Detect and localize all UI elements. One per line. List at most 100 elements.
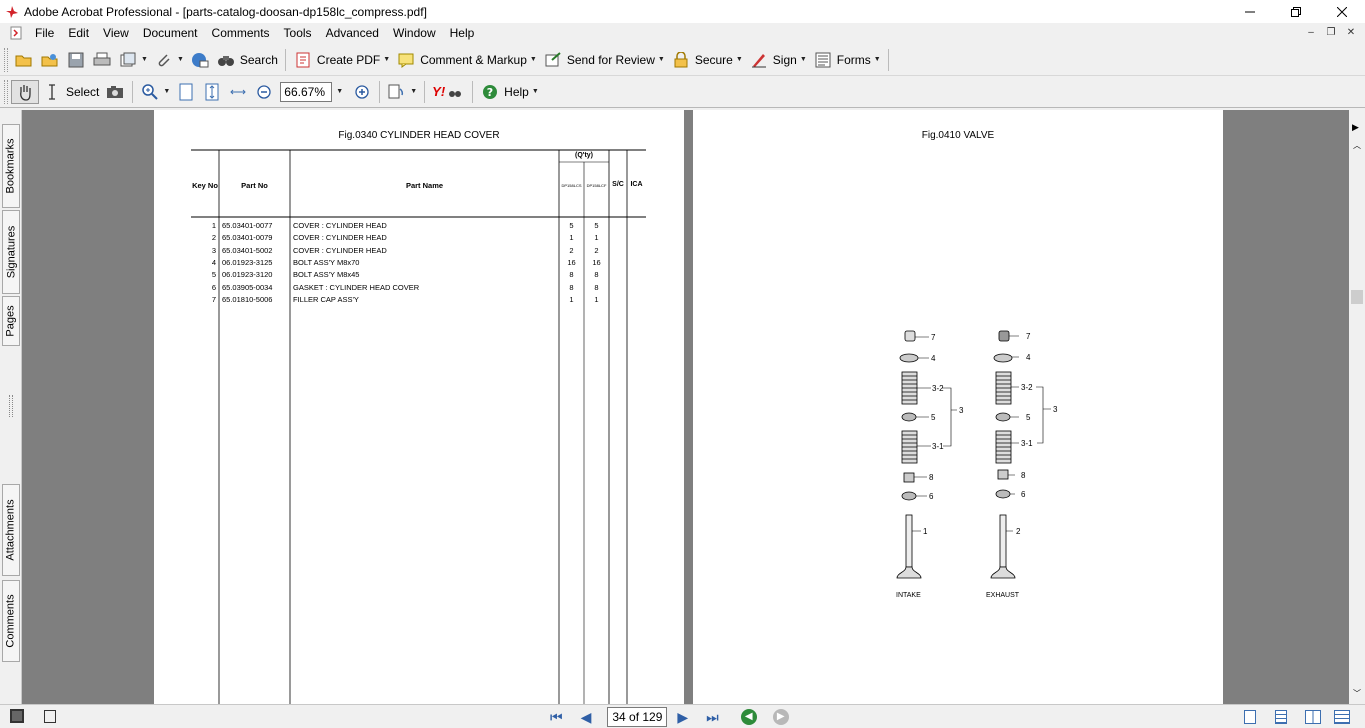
toolbar-grip[interactable] xyxy=(4,79,8,104)
callout-3-2: 3-2 xyxy=(1021,383,1033,392)
menu-file[interactable]: File xyxy=(35,26,55,40)
send-for-review-button[interactable]: Send for Review▼ xyxy=(540,48,668,72)
page-navigation: ⏮ ◀ 34 of 129 ▶ ⏭ ◀ ▶ xyxy=(550,707,789,727)
facing-layout-icon[interactable] xyxy=(1305,710,1321,724)
open-button[interactable] xyxy=(11,48,37,72)
zoom-dropdown-chevron-icon[interactable]: ▼ xyxy=(336,88,344,95)
header-sc: S/C xyxy=(612,181,624,188)
search-button[interactable]: Search xyxy=(213,48,281,72)
create-pdf-button[interactable]: Create PDF▼ xyxy=(290,48,393,72)
last-page-icon[interactable]: ⏭ xyxy=(706,708,719,725)
save-button[interactable] xyxy=(63,48,89,72)
window-title: Adobe Acrobat Professional - [parts-cata… xyxy=(24,4,427,19)
continuous-layout-icon[interactable] xyxy=(1275,710,1287,724)
toolbar-separator xyxy=(472,80,474,103)
chevron-down-icon: ▼ xyxy=(799,56,807,63)
row-qty-2: 8 xyxy=(594,270,599,280)
secure-button[interactable]: Secure▼ xyxy=(668,48,746,72)
menu-edit[interactable]: Edit xyxy=(68,26,90,40)
first-page-icon[interactable]: ⏮ xyxy=(550,708,563,725)
zoom-level-input[interactable]: 66.67% xyxy=(280,81,333,102)
chevron-down-icon: ▼ xyxy=(873,56,881,63)
print-button[interactable] xyxy=(89,48,115,72)
signatures-tab-label: Signatures xyxy=(5,225,17,279)
restore-button[interactable] xyxy=(1273,0,1319,23)
single-page-layout-icon[interactable] xyxy=(1244,710,1256,724)
callout-5: 5 xyxy=(931,413,936,422)
organize-pages-button[interactable]: ▼ xyxy=(115,48,151,72)
vertical-scrollbar[interactable]: ▶ ︿ ﹀ xyxy=(1349,110,1365,704)
menu-window[interactable]: Window xyxy=(392,26,436,40)
close-button[interactable] xyxy=(1319,0,1365,23)
yahoo-toolbar-button[interactable]: Y! xyxy=(429,80,468,104)
intake-callouts: 7 4 3-2 3 5 3-1 8 6 1 INTAKE xyxy=(896,333,964,599)
tab-signatures[interactable]: Signatures xyxy=(2,210,20,294)
sign-button[interactable]: Sign▼ xyxy=(746,48,810,72)
doc-restore-button[interactable]: ❐ xyxy=(1326,26,1336,38)
sign-label: Sign xyxy=(772,52,797,67)
callout-8: 8 xyxy=(929,473,934,482)
row-part-no: 65.03401-5002 xyxy=(222,245,273,255)
document-viewport[interactable]: Fig.0340 CYLINDER HEAD COVER Key No Part… xyxy=(22,110,1349,704)
hand-tool-button[interactable] xyxy=(11,79,39,104)
menu-tools[interactable]: Tools xyxy=(283,26,312,40)
row-part-no: 06.01923-3125 xyxy=(222,257,273,267)
tab-bookmarks[interactable]: Bookmarks xyxy=(2,124,20,208)
previous-view-icon[interactable]: ◀ xyxy=(740,709,757,725)
acrobat-app-icon[interactable] xyxy=(4,4,20,20)
tab-comments[interactable]: Comments xyxy=(2,580,20,662)
toolbar-grip[interactable] xyxy=(4,47,8,72)
document-menu-icon[interactable] xyxy=(8,25,24,41)
exhaust-callouts: 7 4 3-2 3 5 3-1 8 6 2 EXHAUST xyxy=(986,332,1058,599)
tab-pages[interactable]: Pages xyxy=(2,296,20,346)
zoom-out-button[interactable] xyxy=(251,80,277,104)
doc-close-button[interactable]: ✕ xyxy=(1346,26,1356,38)
menu-advanced[interactable]: Advanced xyxy=(325,26,379,40)
navigation-pane-toggle-icon[interactable] xyxy=(10,709,24,723)
help-circle-icon: ? xyxy=(480,82,500,102)
tab-attachments[interactable]: Attachments xyxy=(2,484,20,576)
minimize-button[interactable] xyxy=(1227,0,1273,23)
row-key-no: 6 xyxy=(211,282,216,292)
zoom-in-tool-button[interactable]: ▼ xyxy=(137,80,173,104)
menu-document[interactable]: Document xyxy=(142,26,198,40)
menu-help[interactable]: Help xyxy=(449,26,475,40)
row-qty-2: 1 xyxy=(594,233,599,243)
printer-icon xyxy=(92,50,112,70)
save-disk-icon xyxy=(66,50,86,70)
rotate-view-button[interactable]: ▼ xyxy=(384,80,420,104)
comments-tab-label: Comments xyxy=(5,594,17,648)
next-view-icon[interactable]: ▶ xyxy=(772,709,789,725)
send-for-review-label: Send for Review xyxy=(566,52,655,67)
actual-size-button[interactable] xyxy=(173,80,199,104)
scroll-down-arrow[interactable]: ﹀ xyxy=(1353,689,1361,698)
continuous-facing-layout-icon[interactable] xyxy=(1334,710,1350,724)
split-view-arrow-icon[interactable]: ▶ xyxy=(1352,122,1359,132)
page-number-input[interactable]: 34 of 129 xyxy=(607,707,668,727)
toolbar-separator xyxy=(379,80,381,103)
scroll-up-arrow[interactable]: ︿ xyxy=(1353,141,1361,150)
comment-markup-button[interactable]: Comment & Markup▼ xyxy=(393,48,540,72)
layer-toggle-icon[interactable] xyxy=(44,710,56,723)
callout-4: 4 xyxy=(931,354,936,363)
attach-button[interactable]: ▼ xyxy=(151,48,187,72)
menu-view[interactable]: View xyxy=(103,26,129,40)
previous-page-icon[interactable]: ◀ xyxy=(580,708,592,725)
forms-button[interactable]: Forms▼ xyxy=(810,48,884,72)
email-button[interactable] xyxy=(187,48,213,72)
next-page-icon[interactable]: ▶ xyxy=(677,708,689,725)
help-button[interactable]: ?Help▼ xyxy=(477,80,542,104)
organizer-button[interactable] xyxy=(37,48,63,72)
select-tool-button[interactable]: Select xyxy=(39,80,102,104)
doc-minimize-button[interactable]: – xyxy=(1308,26,1314,38)
view-toolbar: Select ▼ 66.67% ▼ ▼ Y! ?Help▼ xyxy=(0,76,1365,108)
zoom-in-button[interactable] xyxy=(349,80,375,104)
panel-resize-grip[interactable] xyxy=(9,395,13,417)
snapshot-button[interactable] xyxy=(102,80,128,104)
valve-diagram: 7 4 3-2 3 5 3-1 8 6 1 INTAKE 7 4 3-2 3 5… xyxy=(896,330,1058,599)
menu-comments[interactable]: Comments xyxy=(211,26,270,40)
row-qty-1: 8 xyxy=(569,270,574,280)
fit-page-button[interactable] xyxy=(199,80,225,104)
scroll-thumb[interactable] xyxy=(1351,290,1363,304)
fit-width-button[interactable] xyxy=(225,80,251,104)
